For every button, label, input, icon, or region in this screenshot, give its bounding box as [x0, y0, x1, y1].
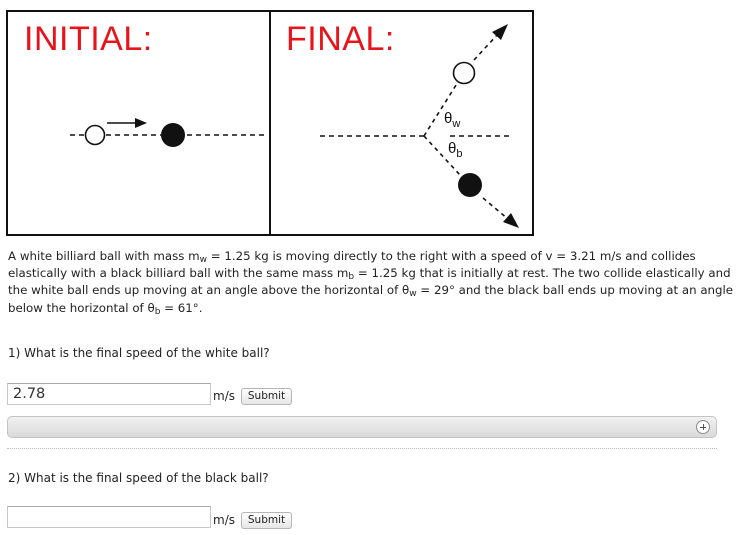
answer-1-unit: m/s [213, 389, 235, 403]
white-ball-final [452, 61, 476, 85]
black-path-line [423, 135, 461, 176]
black-arrow-shaft [482, 197, 509, 220]
black-arrow-head [503, 213, 519, 228]
diagram-drawing [70, 12, 519, 234]
final-title: FINAL: [286, 20, 395, 58]
question-separator [7, 448, 717, 449]
question-1-text: 1) What is the final speed of the white … [8, 346, 270, 360]
plus-circle-icon[interactable] [696, 420, 710, 434]
question-2-text: 2) What is the final speed of the black … [8, 471, 269, 485]
white-path-line [423, 81, 459, 137]
feedback-bar[interactable] [7, 416, 717, 438]
black-ball-final [458, 173, 482, 197]
submit-2-button[interactable]: Submit [241, 512, 292, 529]
black-ball-initial [161, 123, 185, 147]
white-arrow-shaft [473, 33, 499, 61]
initial-title: INITIAL: [24, 20, 153, 58]
theta-w-label: θw [444, 110, 461, 130]
collision-diagram: INITIAL: FINAL: θw θb [6, 10, 534, 236]
white-ball-initial [84, 124, 106, 146]
white-arrow-head [492, 24, 508, 40]
velocity-arrow-head [135, 118, 147, 128]
answer-1-input[interactable] [7, 383, 211, 405]
answer-2-unit: m/s [213, 513, 235, 527]
submit-1-button[interactable]: Submit [241, 388, 292, 405]
theta-b-label: θb [448, 140, 463, 160]
problem-statement: A white billiard ball with mass mw = 1.2… [8, 249, 734, 317]
answer-2-input[interactable] [7, 506, 211, 528]
